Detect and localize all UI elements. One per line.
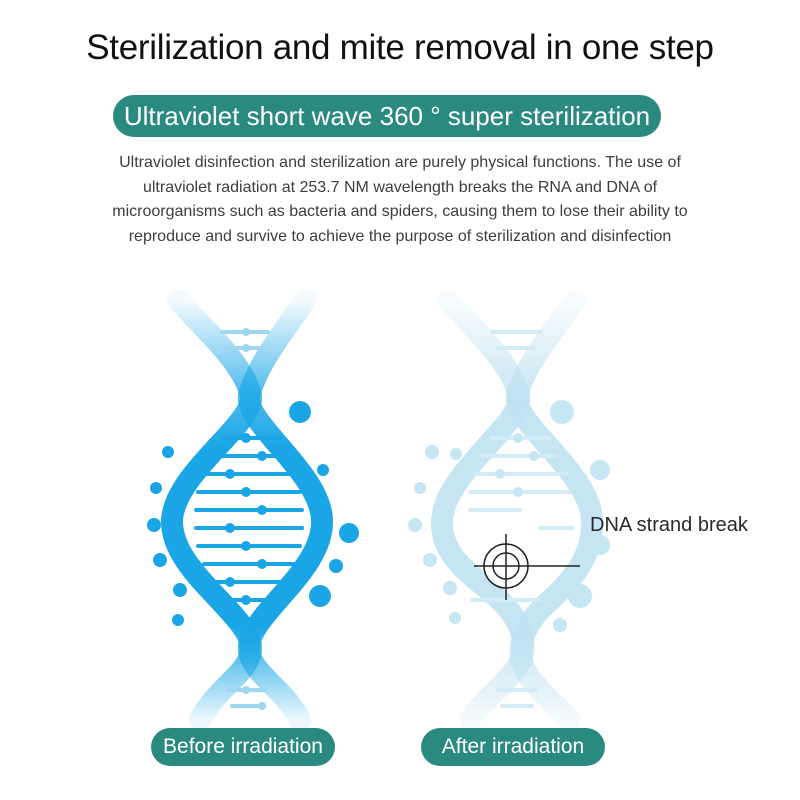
dna-strand-break-label: DNA strand break (590, 514, 748, 536)
after-irradiation-label: After irradiation (421, 728, 605, 766)
description-line: Ultraviolet disinfection and sterilizati… (119, 154, 681, 171)
subheading-pill: Ultraviolet short wave 360 ° super steri… (113, 95, 661, 137)
description-line: microorganisms such as bacteria and spid… (112, 203, 688, 220)
description: Ultraviolet disinfection and sterilizati… (60, 151, 740, 249)
description-line: reproduce and survive to achieve the pur… (128, 227, 672, 245)
headline: Sterilization and mite removal in one st… (86, 28, 714, 67)
before-irradiation-label: Before irradiation (151, 728, 335, 766)
crosshair-icon (474, 534, 580, 600)
dna-helix-icon (147, 289, 359, 731)
dna-helix-icon (408, 289, 610, 731)
description-line: ultraviolet radiation at 253.7 NM wavele… (142, 178, 658, 196)
